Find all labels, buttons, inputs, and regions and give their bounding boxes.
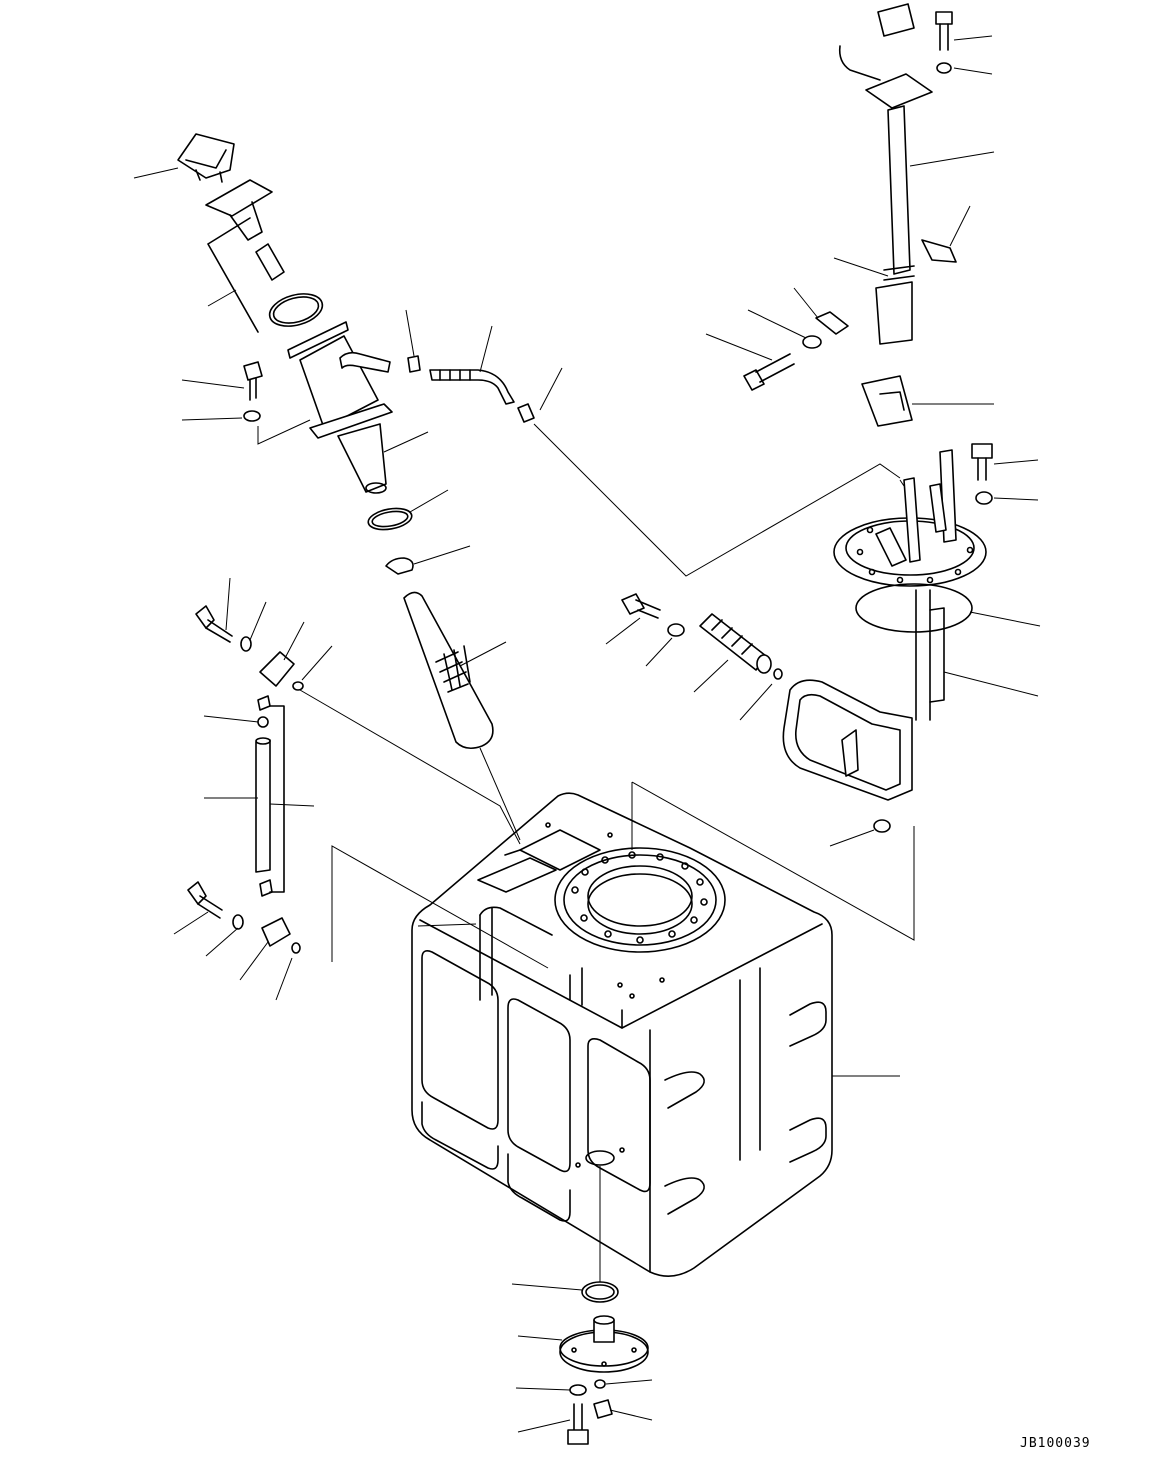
level-gauge-upper-elbow — [259, 651, 295, 687]
filler-assembly-bracket — [207, 217, 259, 333]
fuel-tank — [411, 792, 833, 1277]
filler-o-ring — [268, 293, 324, 327]
pump-module-washer — [975, 491, 993, 505]
filler-washer — [243, 410, 261, 422]
sender-clip — [815, 311, 849, 335]
pump-module — [782, 449, 987, 801]
level-gauge-upper-o-ring — [292, 681, 304, 691]
leader-lines — [133, 35, 1041, 1433]
drain-flange — [559, 1315, 649, 1373]
flange-bolt-holes — [571, 851, 708, 944]
drawing-reference-code: JB100039 — [1020, 1436, 1091, 1451]
level-gauge-lower-washer — [232, 914, 244, 930]
pump-module-bolt — [971, 443, 993, 481]
sender-top-washer — [936, 62, 952, 74]
filler-bolt — [243, 361, 263, 401]
pump-filter-o-ring — [773, 668, 783, 680]
level-gauge-upper-washer — [240, 636, 252, 652]
filler-cap — [177, 133, 235, 183]
drain-plug — [593, 1399, 613, 1419]
breather-hose — [407, 355, 535, 423]
pump-connector — [861, 375, 913, 427]
drain-o-ring-small — [594, 1379, 606, 1389]
hose-clamp — [385, 557, 414, 575]
level-gauge-lower-bolt — [187, 881, 223, 919]
filler-neck — [287, 321, 393, 494]
pump-filter — [699, 613, 772, 674]
sender-washer — [802, 335, 822, 349]
drain-bolt — [567, 1403, 589, 1445]
level-gauge-lower-o-ring — [291, 942, 301, 954]
filler-strainer-holder — [205, 179, 285, 281]
level-gauge-lower-elbow — [261, 917, 291, 947]
pump-bottom-filter — [873, 819, 891, 833]
drain-washer — [569, 1384, 587, 1396]
level-gauge-tube — [255, 695, 273, 897]
sender-top-bolt — [935, 11, 953, 51]
level-gauge-bracket — [269, 705, 285, 893]
strainer-screen — [403, 591, 494, 750]
sender-connector — [838, 3, 915, 81]
sender-bracket — [921, 239, 957, 263]
pump-gasket — [855, 583, 973, 633]
level-gauge-upper-bolt — [195, 605, 233, 643]
pump-filter-washer — [667, 623, 685, 637]
pump-filter-bolt — [621, 593, 661, 619]
neck-o-ring — [367, 507, 413, 531]
sender-unit — [865, 73, 933, 345]
sender-bolt — [743, 353, 795, 391]
